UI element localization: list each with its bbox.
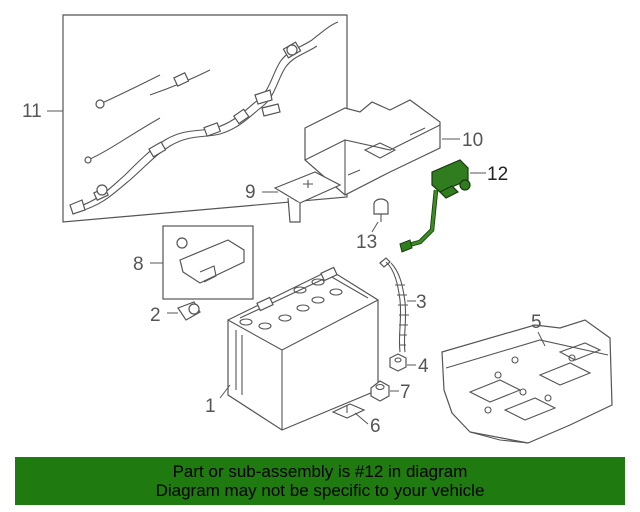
callout-3: 3 xyxy=(416,292,427,313)
part-11-wiring-harness[interactable] xyxy=(62,14,348,223)
callout-6: 6 xyxy=(370,416,381,437)
leader-5 xyxy=(537,331,546,347)
callout-11: 11 xyxy=(22,101,42,122)
leader-1 xyxy=(219,384,231,399)
part-8-sensor-module[interactable] xyxy=(176,237,245,284)
callout-9: 9 xyxy=(245,182,256,203)
callout-1: 1 xyxy=(205,396,216,417)
part-9-bracket[interactable] xyxy=(273,171,342,223)
part-5-battery-tray[interactable] xyxy=(441,319,613,444)
callout-10: 10 xyxy=(462,130,483,151)
leader-13 xyxy=(371,221,379,233)
leader-6 xyxy=(354,412,369,425)
part-3-hold-down-rod[interactable] xyxy=(379,257,409,353)
part-2-plug[interactable] xyxy=(177,301,201,321)
part-4-nut[interactable] xyxy=(389,353,407,372)
part-1-battery[interactable] xyxy=(227,266,379,431)
callout-5: 5 xyxy=(531,312,542,333)
callout-13: 13 xyxy=(356,232,377,253)
banner-line-2: Diagram may not be specific to your vehi… xyxy=(155,481,485,500)
notice-banner: Part or sub-assembly is #12 in diagram D… xyxy=(15,457,625,505)
part-13-bolt[interactable] xyxy=(373,198,389,222)
exploded-parts-diagram: 11 10 9 12 xyxy=(22,14,613,444)
callout-12: 12 xyxy=(487,164,508,185)
callout-4: 4 xyxy=(418,356,429,377)
part-12-battery-sensor-cable[interactable] xyxy=(399,159,471,253)
callout-2: 2 xyxy=(150,305,161,326)
part-7-clamp[interactable] xyxy=(370,380,390,402)
callout-8: 8 xyxy=(133,254,144,275)
part-10-battery-cover[interactable] xyxy=(304,99,441,196)
part-6-small-bracket[interactable] xyxy=(331,403,366,419)
callout-7: 7 xyxy=(400,382,411,403)
banner-line-1: Part or sub-assembly is #12 in diagram xyxy=(172,462,468,481)
